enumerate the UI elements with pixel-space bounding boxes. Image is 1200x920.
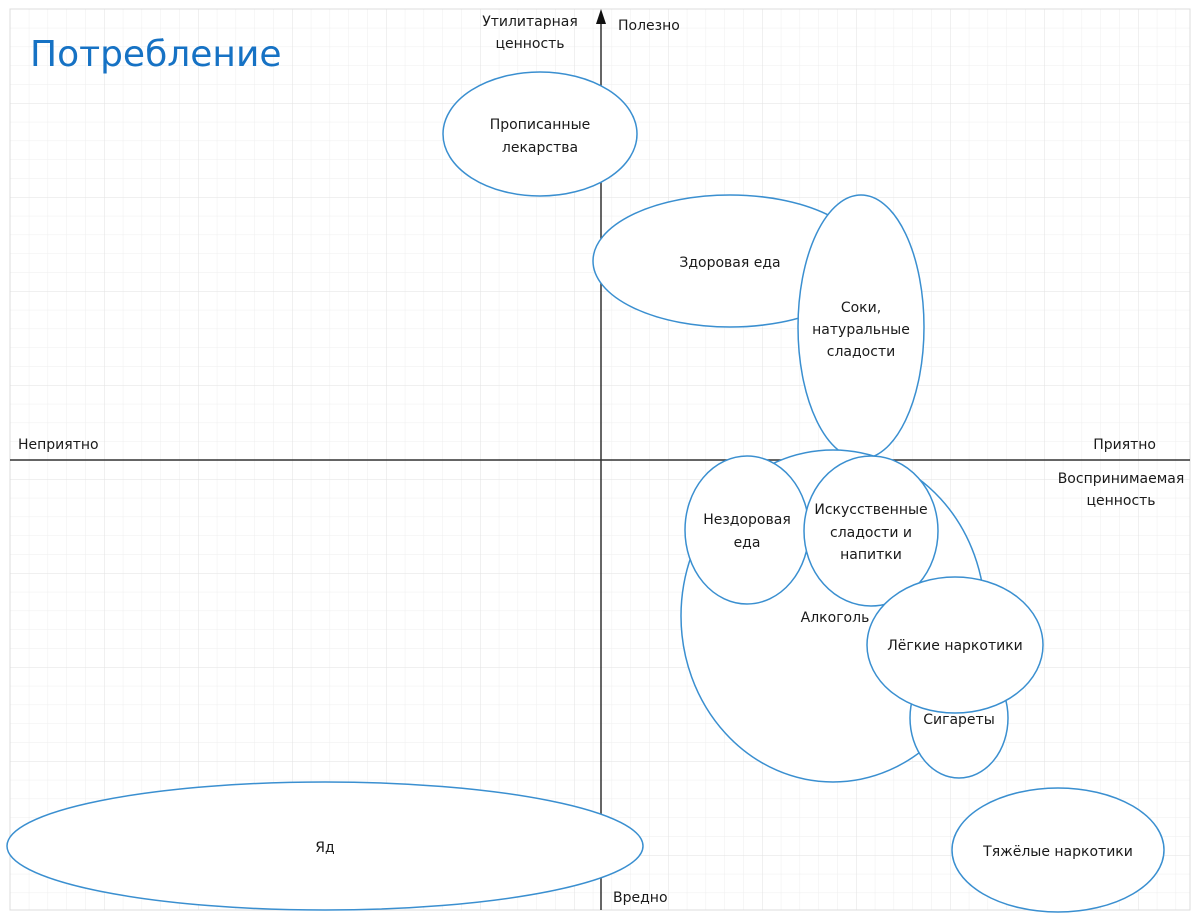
ellipse-label: Нездоровая: [703, 512, 791, 528]
ellipse-label: Лёгкие наркотики: [887, 638, 1023, 654]
ellipse-label: Прописанные: [490, 117, 590, 133]
ellipse-label: Соки,: [841, 300, 881, 316]
ellipse-shape: [866, 576, 1044, 714]
diagram-title: Потребление: [30, 34, 282, 75]
label-pleasant: Приятно: [1093, 437, 1156, 453]
label-harmful: Вредно: [613, 890, 668, 906]
ellipse-prescribed-medicine: Прописанные лекарства: [442, 71, 638, 197]
ellipse-label: Искусственные: [814, 502, 927, 518]
label-useful: Полезно: [618, 18, 680, 34]
ellipse-shape: [951, 787, 1165, 913]
ellipse-label: сладости и: [830, 525, 912, 541]
ellipse-label: напитки: [840, 547, 902, 563]
ellipse-label: сладости: [827, 344, 895, 360]
ellipse-label: натуральные: [812, 322, 910, 338]
ellipse-label: еда: [734, 535, 761, 551]
ellipse-label: лекарства: [502, 140, 578, 156]
ellipse-label: Яд: [315, 840, 334, 856]
label-unpleasant: Неприятно: [18, 437, 99, 453]
ellipse-hard-drugs: Тяжёлые наркотики: [951, 787, 1165, 913]
ellipse-shape: [684, 455, 810, 605]
ellipse-poison: Яд: [6, 781, 644, 911]
ellipse-light-drugs: Лёгкие наркотики: [866, 576, 1044, 714]
y-axis-arrow-icon: [596, 9, 606, 24]
ellipse-juices: Соки, натуральные сладости: [797, 194, 925, 460]
ellipse-shape: [6, 781, 644, 911]
ellipse-label: Алкоголь: [801, 610, 870, 626]
y-axis-label-1: Утилитарная: [482, 14, 578, 30]
ellipse-artificial-sweets: Искусственные сладости и напитки: [803, 455, 939, 607]
x-axis-label-1: Воспринимаемая: [1058, 471, 1185, 487]
ellipse-unhealthy-food: Нездоровая еда: [684, 455, 810, 605]
y-axis-label-2: ценность: [495, 36, 564, 52]
x-axis-label-2: ценность: [1086, 493, 1155, 509]
ellipse-label: Здоровая еда: [679, 255, 780, 271]
ellipse-shape: [803, 455, 939, 607]
ellipse-label: Сигареты: [923, 712, 995, 728]
ellipse-shape: [442, 71, 638, 197]
ellipse-label: Тяжёлые наркотики: [982, 844, 1133, 860]
